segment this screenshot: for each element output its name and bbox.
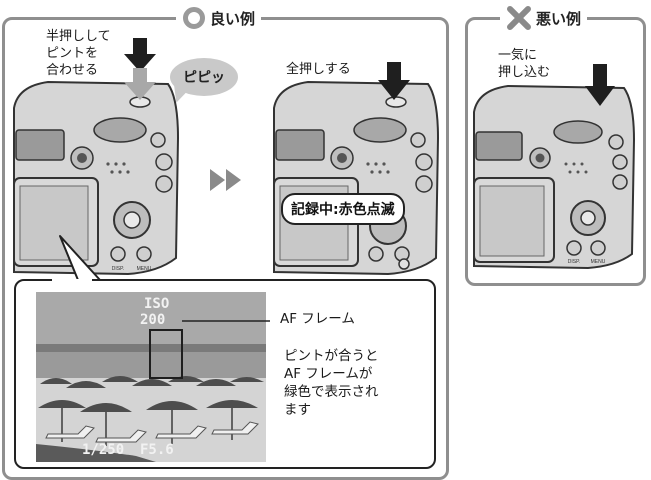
af-frame-note: ピントが合うと AF フレームが 緑色で表示され ます: [284, 348, 379, 418]
bad-press-arrow-icon: [585, 64, 615, 106]
bad-example-title-text: 悪い例: [536, 9, 582, 28]
recording-indicator-label: 記録中:赤色点滅: [281, 193, 405, 225]
full-press-arrow-icon: [378, 62, 410, 100]
full-press-caption: 全押しする: [286, 62, 351, 77]
iso-label: ISO: [144, 296, 169, 312]
good-example-title-text: 良い例: [210, 9, 256, 28]
bad-example-caption: 一気に 押し込む: [498, 48, 551, 80]
menu-button-label: MENU: [137, 266, 152, 272]
inset-pointer-join: [52, 279, 92, 283]
next-step-arrow-icon: [210, 169, 241, 191]
iso-value: 200: [140, 312, 165, 328]
shutter-speed-value: 1/250: [82, 442, 124, 458]
indicator-lamp-icon: [398, 258, 410, 270]
menu-button-label-2: MENU: [591, 259, 606, 265]
disp-button-label: DISP.: [112, 266, 124, 272]
aperture-value: F5.6: [140, 442, 174, 458]
good-example-title: 良い例: [176, 6, 262, 30]
bad-example-title: 悪い例: [500, 6, 588, 30]
inset-pointer: [59, 235, 101, 281]
cross-ng-icon: [507, 6, 531, 30]
af-frame-marker: [149, 329, 183, 379]
af-frame-label: AF フレーム: [280, 311, 355, 327]
half-press-arrow-icon: [124, 38, 156, 100]
disp-button-label-2: DISP.: [568, 259, 580, 265]
af-frame-leader-line: [182, 320, 270, 322]
beep-bubble: ピピッ: [170, 58, 238, 96]
camera-bad-example: DISP. MENU: [473, 84, 636, 270]
lcd-preview-photo: ISO 200 1/250 F5.6: [36, 292, 266, 462]
camera-half-press: DISP. MENU: [13, 80, 180, 276]
half-press-caption: 半押しして ピントを 合わせる: [46, 29, 111, 78]
circle-ok-icon: [183, 7, 205, 29]
camera-full-press: [273, 80, 440, 276]
